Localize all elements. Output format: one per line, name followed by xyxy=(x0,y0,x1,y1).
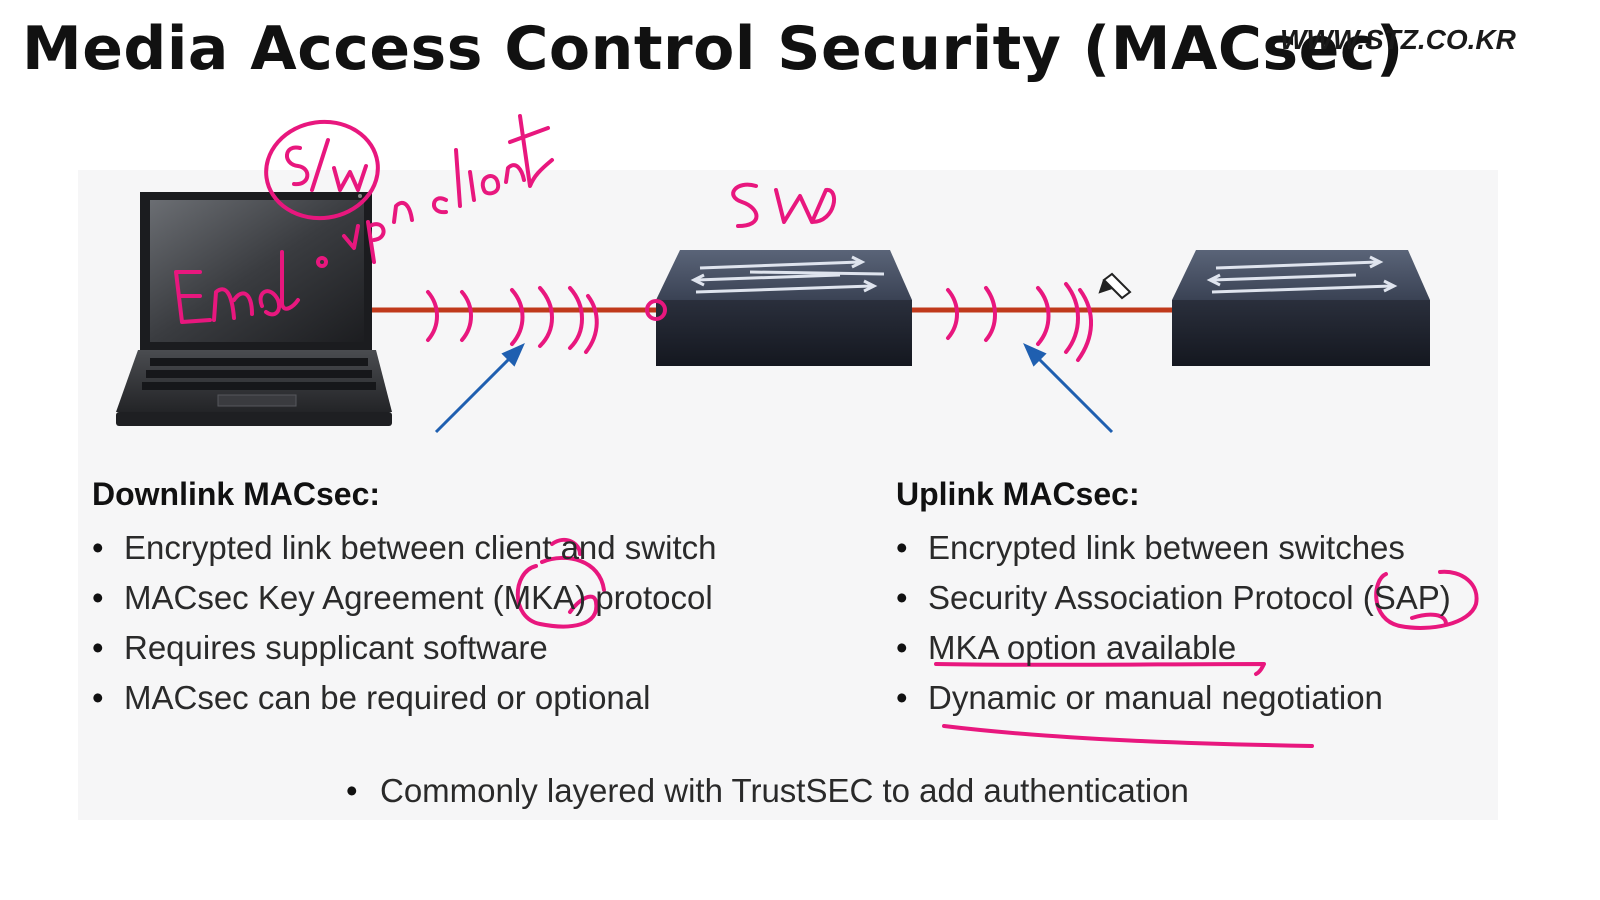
list-item: MACsec can be required or optional xyxy=(92,673,717,723)
list-item: Encrypted link between client and switch xyxy=(92,523,717,573)
uplink-bullets: Encrypted link between switches Security… xyxy=(896,523,1451,723)
downlink-section: Downlink MACsec: Encrypted link between … xyxy=(92,476,717,723)
laptop-icon xyxy=(116,192,392,426)
switch-icon xyxy=(656,250,912,366)
switch-icon xyxy=(1172,250,1430,366)
list-item: Dynamic or manual negotiation xyxy=(896,673,1451,723)
watermark: WWW.STZ.CO.KR xyxy=(1280,24,1516,55)
slide-title: Media Access Control Security (MACsec) xyxy=(22,14,1404,84)
list-item: MKA option available xyxy=(896,623,1451,673)
arrow-icon xyxy=(1023,343,1114,434)
uplink-section: Uplink MACsec: Encrypted link between sw… xyxy=(896,476,1451,723)
pencil-cursor-icon xyxy=(1098,272,1132,300)
list-item: Requires supplicant software xyxy=(92,623,717,673)
list-item: MACsec Key Agreement (MKA) protocol xyxy=(92,573,717,623)
downlink-heading: Downlink MACsec: xyxy=(92,476,381,512)
arrow-icon xyxy=(434,343,525,434)
footer-bullet: Commonly layered with TrustSEC to add au… xyxy=(346,772,1189,810)
list-item: Security Association Protocol (SAP) xyxy=(896,573,1451,623)
uplink-heading: Uplink MACsec: xyxy=(896,476,1140,512)
list-item: Encrypted link between switches xyxy=(896,523,1451,573)
downlink-bullets: Encrypted link between client and switch… xyxy=(92,523,717,723)
